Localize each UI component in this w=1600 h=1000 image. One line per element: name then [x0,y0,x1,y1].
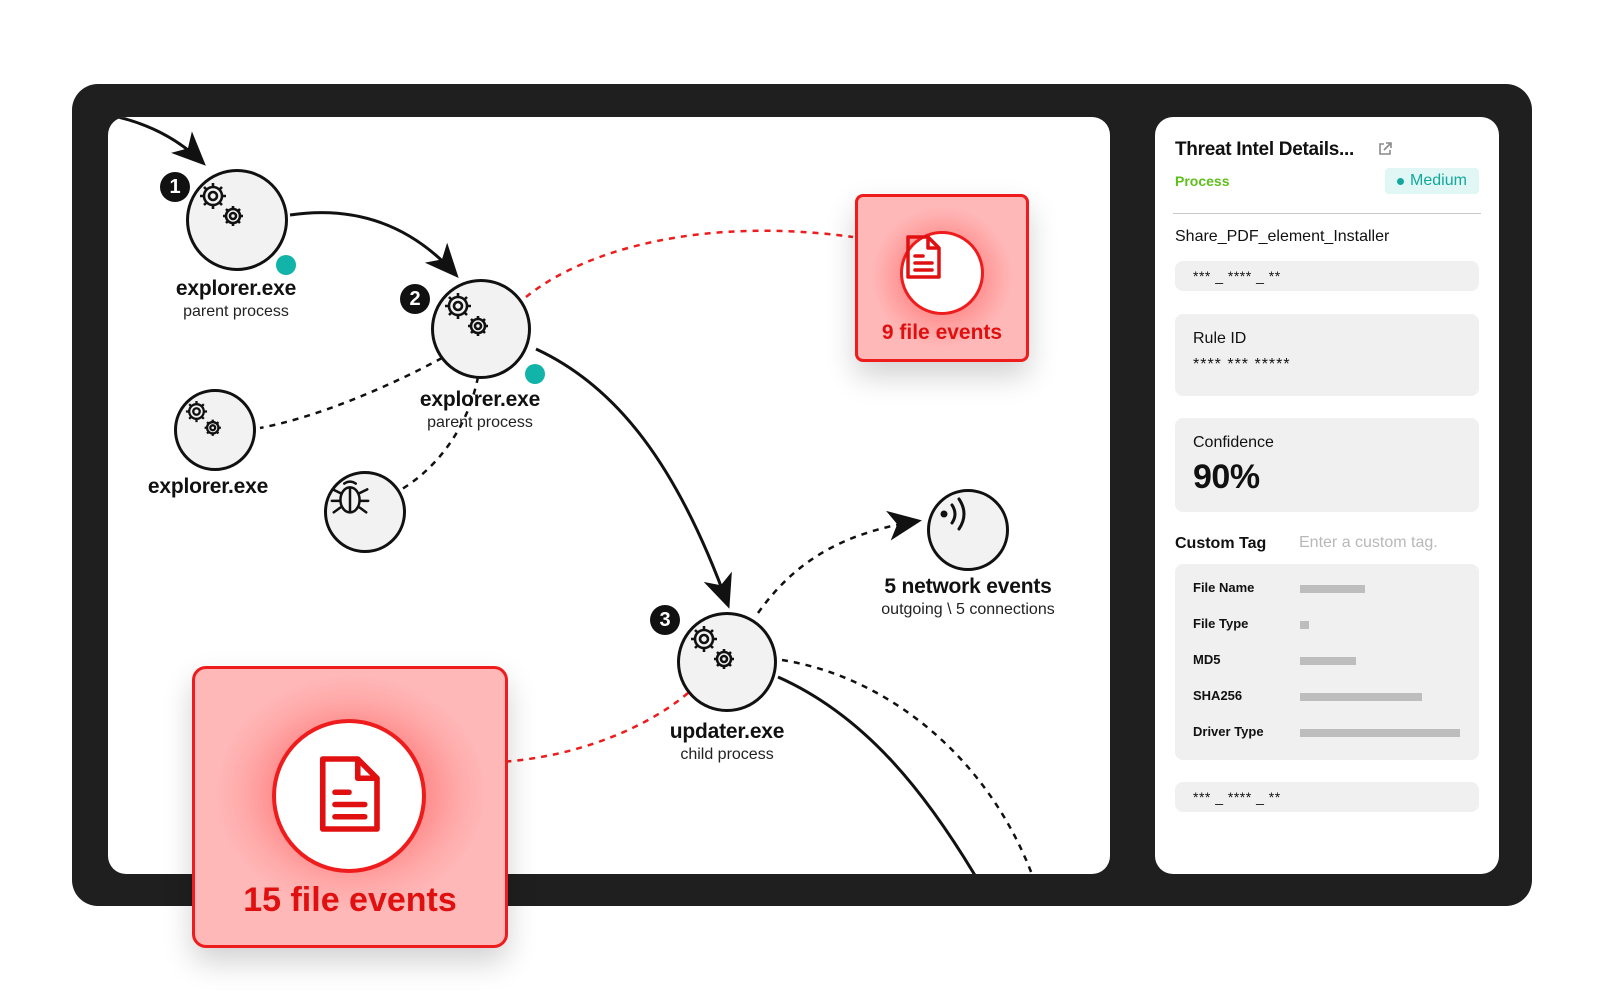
node-title: explorer.exe [147,475,269,498]
node-title: explorer.exe [175,277,297,300]
process-name: Share_PDF_element_Installer [1175,228,1390,245]
process-node-explorer-2[interactable] [431,279,531,379]
status-dot [276,255,296,275]
process-node-explorer-1[interactable] [186,169,288,271]
node-title: updater.exe [669,720,785,743]
edge-3-down-dashed [781,658,1034,874]
node-label: explorer.exe [148,475,268,499]
file-events-label: 9 file events [881,321,1003,344]
divider [1173,213,1481,214]
network-label: 5 network events outgoing \ 5 connection… [881,575,1054,619]
edge-incoming [117,117,206,166]
node-label: updater.exe child process [670,720,785,764]
process-node-updater[interactable] [677,612,777,712]
node-subtitle: parent process [427,414,533,431]
network-node[interactable] [927,489,1009,571]
file-events-card-small[interactable]: 9 file events [855,194,1029,362]
custom-tag-label: Custom Tag [1175,535,1267,552]
meta-label-md5: MD5 [1193,652,1221,667]
edge-2-bug [401,376,480,491]
meta-label-sha256: SHA256 [1193,688,1243,703]
threat-intel-panel: Threat Intel Details... Process Medium S… [1155,117,1499,874]
confidence-card: Confidence 90% [1175,418,1479,512]
rule-id-label: Rule ID [1193,330,1247,347]
confidence-label: Confidence [1193,434,1274,451]
custom-tag-input[interactable] [1295,529,1487,557]
step-badge-3: 3 [650,605,680,635]
meta-label-driver-type: Driver Type [1193,724,1264,739]
node-label: explorer.exe parent process [176,277,296,321]
severity-label: Medium [1410,172,1467,189]
network-title: 5 network events [884,575,1052,598]
edge-2-file-events [525,229,854,298]
edge-2-explorer [259,356,443,430]
step-badge-2: 2 [400,284,430,314]
meta-label-file-name: File Name [1193,580,1255,595]
meta-value-sha256 [1300,693,1422,701]
meta-value-file-type [1300,621,1309,629]
network-subtitle: outgoing \ 5 connections [881,601,1055,618]
file-events-label: 15 file events [243,881,457,919]
confidence-value: 90% [1193,458,1260,496]
file-events-icon-circle [900,231,984,315]
external-link-icon[interactable] [1377,141,1393,162]
masked-field-top: *** _ **** _ ** [1175,261,1479,291]
file-events-icon-circle [272,719,426,873]
edge-2-3 [535,347,732,609]
edge-3-down [777,675,976,874]
process-node-explorer-3[interactable] [174,389,256,471]
severity-dot-icon [1397,177,1405,185]
node-label: explorer.exe parent process [420,388,540,432]
malware-node[interactable] [324,471,406,553]
rule-id-card: Rule ID **** *** ***** [1175,314,1479,396]
edge-1-2 [289,211,459,278]
masked-field-bottom: *** _ **** _ ** [1175,782,1479,812]
file-events-card-large[interactable]: 15 file events [192,666,508,948]
meta-value-md5 [1300,657,1356,665]
panel-title: Threat Intel Details... [1175,139,1354,160]
edge-3-file-events [499,692,689,764]
document-icon [314,753,384,840]
meta-value-file-name [1300,585,1365,593]
node-subtitle: parent process [183,303,289,320]
entity-type: Process [1175,173,1230,189]
node-subtitle: child process [680,746,774,763]
rule-id-value: **** *** ***** [1193,356,1291,373]
meta-value-driver-type [1300,729,1460,737]
meta-label-file-type: File Type [1193,616,1249,631]
step-badge-1: 1 [160,172,190,202]
node-title: explorer.exe [419,388,541,411]
severity-badge: Medium [1385,168,1479,194]
status-dot [525,364,545,384]
file-metadata-card: File Name File Type MD5 SHA256 Driver Ty… [1175,564,1479,760]
